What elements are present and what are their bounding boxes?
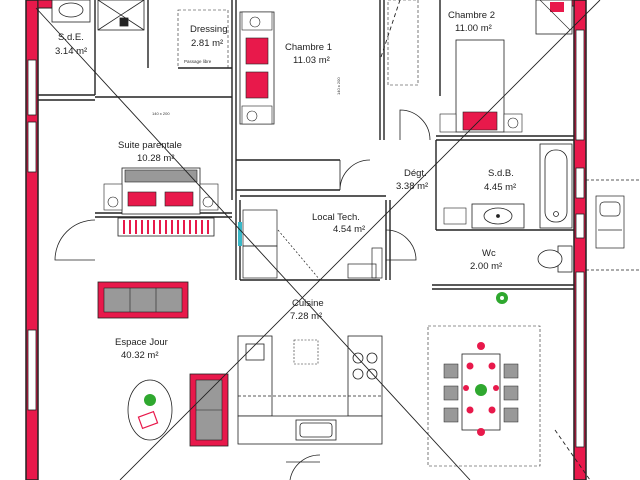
exterior-walls [25,0,587,480]
washbasin-sdb [471,203,525,229]
room-area-suite: 10.28 m² [137,153,175,164]
dressing-storage [177,9,229,69]
left-wall-window-1 [27,59,37,116]
bed-suite-parentale [103,167,219,215]
room-area-sde: 3.14 m² [55,46,87,57]
dimension-label-suite: 140 x 200 [152,111,170,116]
room-area-degt: 3.38 m² [396,181,428,192]
towel-rail [443,207,467,225]
room-area-wc: 2.00 m² [470,261,502,272]
room-name-wc: Wc [482,248,496,259]
room-name-chambre2: Chambre 2 [448,10,495,21]
bed-chambre2 [439,39,523,133]
room-area-cuisine: 7.28 m² [290,311,322,322]
bathtub [539,143,573,229]
wardrobe-chambre1 [387,0,419,86]
plant-wc [496,292,508,304]
room-name-dressing: Dressing [190,24,228,35]
room-area-sdb: 4.45 m² [484,182,516,193]
room-area-dressing: 2.81 m² [191,38,223,49]
room-name-sdb: S.d.B. [488,168,514,179]
dining-area [427,325,541,467]
kitchen-counter-bottom [237,415,383,445]
toilet [537,245,573,273]
plant-dining [475,384,487,396]
left-wall-window-2 [27,121,37,173]
room-area-espace: 40.32 m² [121,350,159,361]
room-name-suite: Suite parentale [118,140,182,151]
technical-equipment [238,209,383,281]
washbasin-sde [51,0,91,23]
dimension-label-chambre1: 140 x 200 [336,77,341,95]
wardrobe-suite [117,217,215,237]
kitchen-counter-left [237,335,273,417]
diagonal-cross-lines [35,0,601,480]
room-name-local: Local Tech. [312,212,360,223]
armchair [189,373,229,447]
room-name-degt: Dégt. [404,168,427,179]
room-area-local: 4.54 m² [333,224,365,235]
passage-libre-label: Passage libre [184,59,212,64]
bed-chambre1 [239,11,275,125]
room-area-chambre2: 11.00 m² [455,23,492,34]
right-wall-window-2 [575,167,585,199]
kitchen-counter-right [347,335,383,417]
room-name-sde: S.d.E. [58,32,84,43]
room-name-chambre1: Chambre 1 [285,42,332,53]
kitchen-hood [293,339,319,365]
sofa [97,281,189,319]
coffee-table [127,379,173,441]
room-area-chambre1: 11.03 m² [293,55,330,66]
left-wall-window-3 [27,329,37,411]
wardrobe-chambre2 [535,0,573,35]
right-wall-window-1 [575,29,585,141]
right-wall-window-3 [575,213,585,239]
exterior-column [586,179,640,271]
room-name-espace: Espace Jour [115,337,168,348]
right-wall-window-4 [575,271,585,448]
shower-tray [97,0,145,31]
